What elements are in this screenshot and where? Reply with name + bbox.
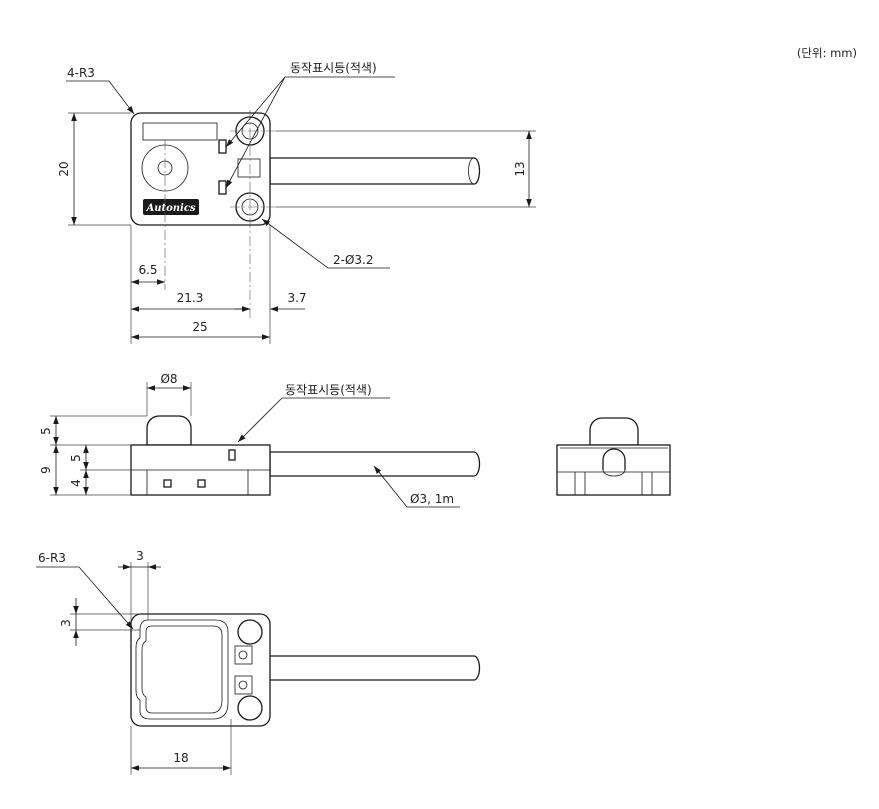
dim-width-25: 25 — [192, 320, 207, 334]
label-indicator-top: 동작표시등(적색) — [290, 61, 377, 75]
bottom-view: 3 3 18 6-R3 — [36, 549, 481, 775]
brand-text: Autonics — [145, 203, 195, 214]
dim-hole-position: 21.3 — [177, 291, 204, 305]
side-view-lens — [146, 415, 192, 446]
bottom-mounting-hole-lower — [237, 695, 263, 721]
brand-logo — [143, 199, 199, 215]
bottom-view-housing — [135, 619, 229, 720]
label-hole-diameter: 2-Ø3.2 — [333, 253, 374, 267]
label-cable: Ø3, 1m — [410, 492, 454, 506]
indicator-led-upper — [218, 139, 227, 154]
dim-lens-height: 5 — [39, 427, 53, 435]
dim-height-20: 20 — [57, 161, 71, 176]
indicator-led-lower — [218, 180, 227, 195]
bottom-view-cable — [251, 655, 481, 681]
top-view: Autonics 20 13 6.5 21.3 — [57, 61, 536, 344]
dim-lower-height: 4 — [69, 479, 83, 487]
dim-radius-y: 3 — [59, 619, 73, 627]
bottom-mounting-hole-upper — [237, 619, 263, 645]
dim-upper-height: 5 — [69, 454, 83, 462]
front-view-lens — [589, 417, 639, 446]
label-corner-radius-bottom: 6-R3 — [38, 551, 66, 565]
label-indicator-side: 동작표시등(적색) — [285, 383, 372, 397]
bottom-view-body — [130, 613, 271, 727]
top-view-cable — [269, 157, 481, 185]
front-view-cable-end — [602, 448, 626, 470]
dim-lens-diameter: Ø8 — [160, 372, 177, 386]
side-view-cable — [269, 451, 481, 477]
label-corner-radius-top: 4-R3 — [67, 66, 95, 80]
front-view — [556, 417, 671, 496]
side-view: Ø8 5 9 5 4 동작표시등(적색) Ø3, 1m — [39, 372, 481, 508]
dim-radius-x: 3 — [136, 549, 144, 563]
dim-total-height: 9 — [39, 466, 53, 474]
unit-note: (단위: mm) — [797, 46, 857, 60]
dim-hole-margin: 3.7 — [287, 291, 306, 305]
dim-lens-offset: 6.5 — [138, 263, 157, 277]
dim-width-18: 18 — [173, 751, 188, 765]
top-view-window — [142, 122, 218, 141]
dim-hole-pitch: 13 — [513, 161, 527, 176]
top-view-body — [130, 112, 271, 226]
